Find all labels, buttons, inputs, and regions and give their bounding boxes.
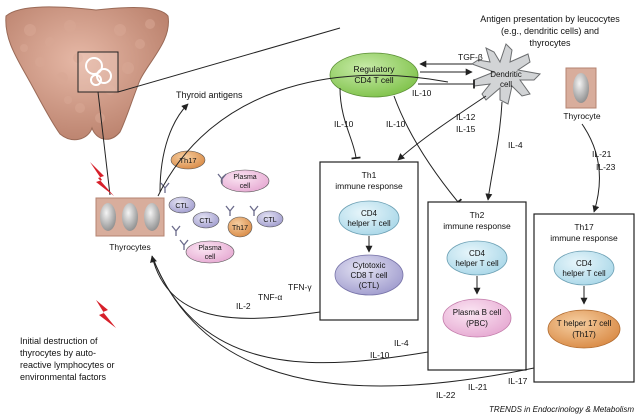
th1-effector-label: CD8 T cell [350, 271, 387, 280]
regulatory-cell-label: Regulatory [353, 64, 395, 74]
th1-effector-label: (CTL) [359, 281, 380, 290]
cytokine-tnf-alpha: TNF-α [258, 292, 282, 302]
th2-title: immune response [443, 221, 511, 231]
th1-cd4-helper-cell [338, 200, 400, 236]
lightning-icon [96, 300, 116, 328]
cytokine-il21: IL-21 [468, 382, 488, 392]
th2-title: Th2 [470, 210, 485, 220]
cytokine-il2: IL-2 [236, 301, 251, 311]
cluster-plasma-label: Plasma [198, 245, 221, 252]
th17-helper-label: helper T cell [562, 269, 606, 278]
antigen-presentation-line-1: Antigen presentation by leucocytes [480, 14, 620, 24]
th2-helper-label: CD4 [469, 249, 486, 258]
initial-destruction-text: thyrocytes by auto- [20, 348, 96, 358]
cytokine-il22: IL-22 [436, 390, 456, 400]
cytokine-il10: IL-10 [334, 119, 354, 129]
cluster-ctl-label: CTL [263, 217, 276, 224]
cluster-plasma-label: Plasma [233, 174, 256, 181]
th17-helper-label: CD4 [576, 259, 593, 268]
dendritic-cell-label: cell [500, 80, 512, 89]
cytokine-tfn-gamma: TFN-γ [288, 282, 312, 292]
th17-effector-cell [547, 309, 621, 349]
cytokine-il23: IL-23 [596, 162, 616, 172]
dendritic-cell-label: Dendritic [490, 70, 522, 79]
antigen-presentation-line-3: thyrocytes [529, 38, 571, 48]
cytokine-tgf-beta: TGF-β [458, 52, 483, 62]
initial-destruction-text: reactive lymphocytes or [20, 360, 115, 370]
lightning-icon [90, 162, 114, 196]
initial-destruction-text: environmental factors [20, 372, 107, 382]
th1-title: immune response [335, 181, 403, 191]
th1-effector-label: Cytotoxic [353, 261, 386, 270]
cytokine-il10: IL-10 [370, 350, 390, 360]
th2-helper-label: helper T cell [455, 259, 499, 268]
cluster-plasma-label: cell [205, 254, 216, 261]
cluster-th17-label: Th17 [179, 156, 196, 165]
th2-plasma-b-cell [442, 298, 512, 338]
th17-title: immune response [550, 233, 618, 243]
source-credit: TRENDS in Endocrinology & Metabolism [489, 405, 634, 414]
th2-effector-label: Plasma B cell [453, 308, 502, 317]
cytokine-il4: IL-4 [394, 338, 409, 348]
thyrocyte-label: Thyrocyte [563, 111, 601, 121]
th17-cd4-helper-cell [553, 250, 615, 286]
cytokine-il21: IL-21 [592, 149, 612, 159]
th1-cytotoxic-cd8-cell [334, 254, 404, 296]
cluster-ctl-label: CTL [199, 218, 212, 225]
th2-effector-label: (PBC) [466, 319, 488, 328]
cluster-th17-label: Th17 [232, 225, 248, 232]
thyroid-antigens-label: Thyroid antigens [176, 90, 243, 100]
cytokine-il10: IL-10 [386, 119, 406, 129]
th1-title: Th1 [362, 170, 377, 180]
th2-cd4-helper-cell [446, 240, 508, 276]
cytokine-il10: IL-10 [412, 88, 432, 98]
thyrocyte-cell [565, 67, 597, 109]
th1-helper-label: helper T cell [347, 219, 391, 228]
cluster-plasma-label: cell [240, 183, 251, 190]
thyrocytes-cluster [95, 197, 165, 237]
th1-helper-label: CD4 [361, 209, 378, 218]
immune-cell-cluster: Th17 Plasma cell CTL CTL CTL Th17 Plasma… [160, 150, 284, 264]
cytokine-il12: IL-12 [456, 112, 476, 122]
cytokine-il15: IL-15 [456, 124, 476, 134]
th17-title: Th17 [574, 222, 594, 232]
antigen-presentation-line-2: (e.g., dendritic cells) and [501, 26, 599, 36]
cytokine-il4: IL-4 [508, 140, 523, 150]
cytokine-il17: IL-17 [508, 376, 528, 386]
regulatory-cell-label: CD4 T cell [354, 75, 393, 85]
th17-effector-label: (Th17) [572, 330, 596, 339]
th17-effector-label: T helper 17 cell [557, 319, 612, 328]
initial-destruction-text: Initial destruction of [20, 336, 98, 346]
thyrocytes-label: Thyrocytes [109, 242, 151, 252]
cluster-ctl-label: CTL [175, 203, 188, 210]
thyroid-gland-illustration [5, 6, 169, 141]
